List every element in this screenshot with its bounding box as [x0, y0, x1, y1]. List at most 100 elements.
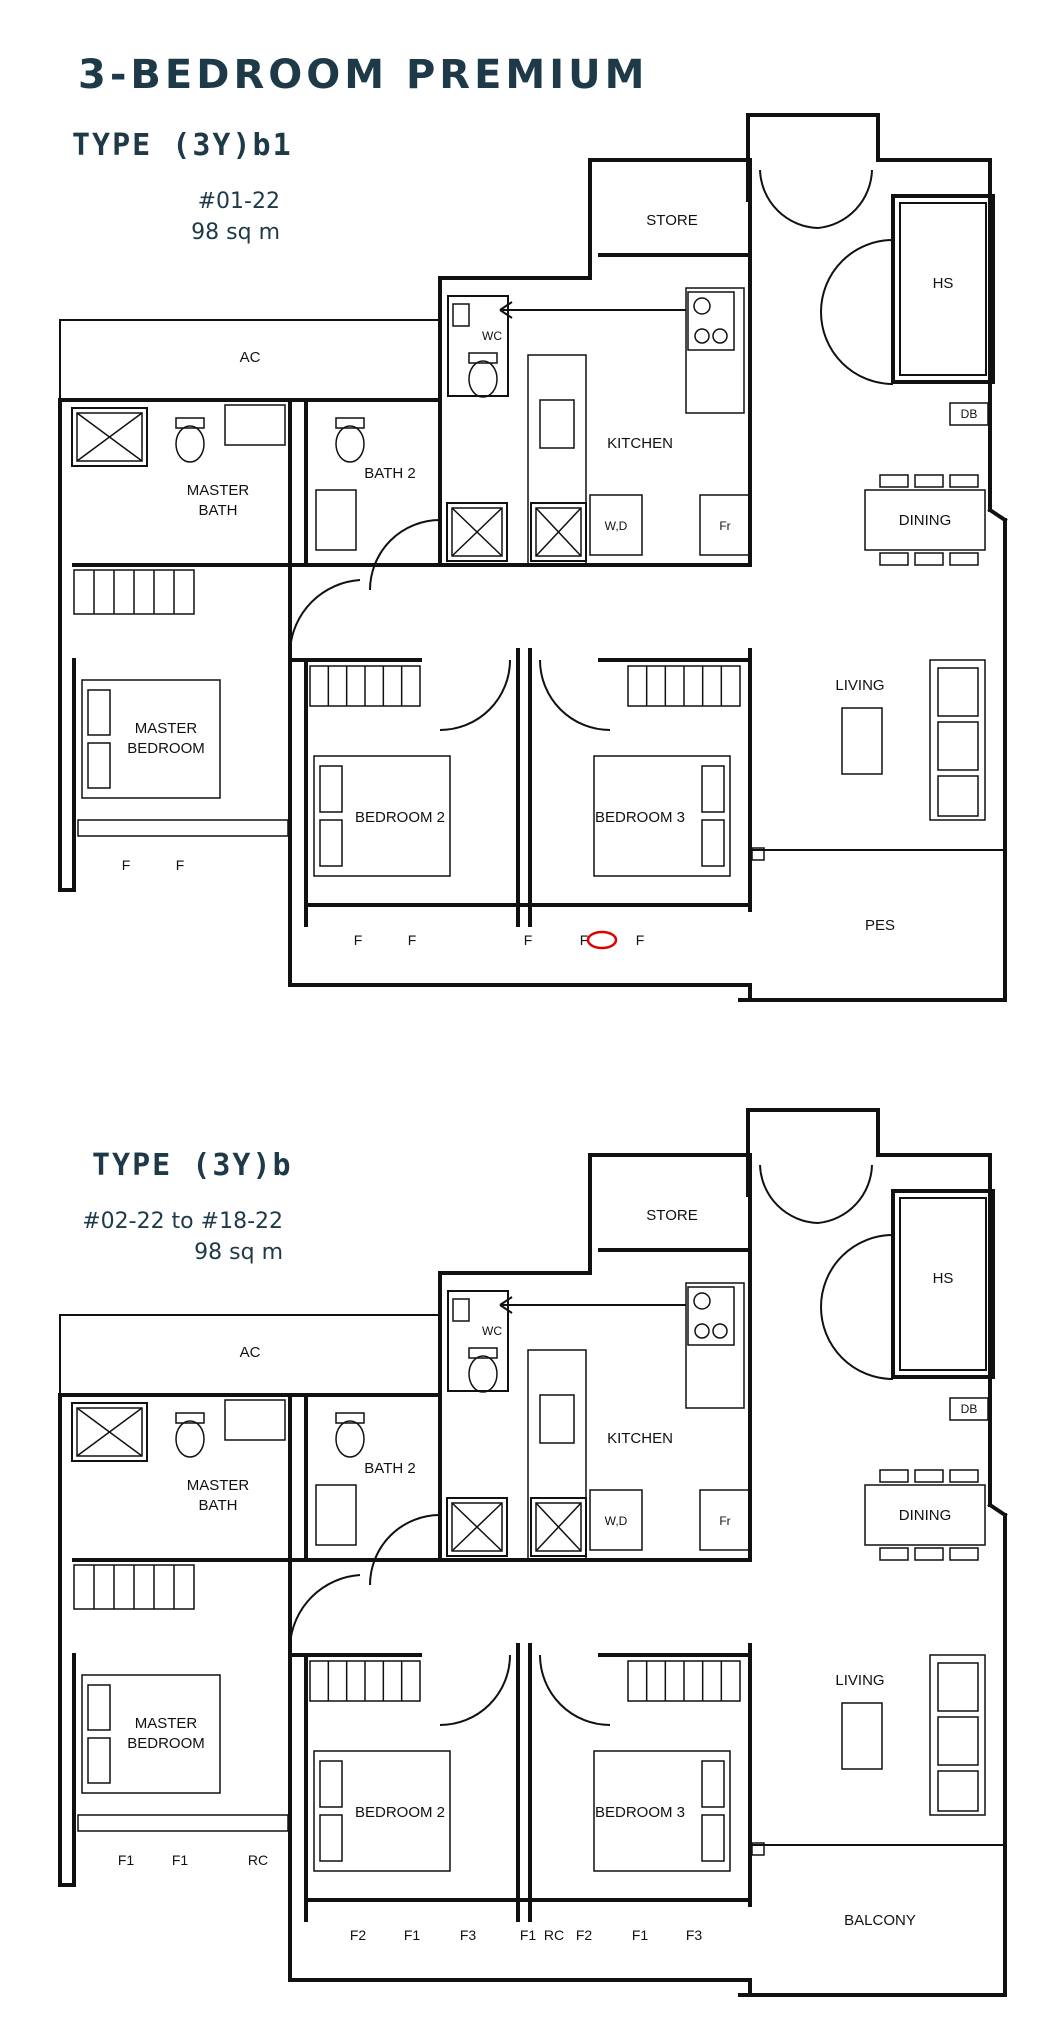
wc-basin — [452, 303, 470, 327]
mb-vanity — [224, 1399, 286, 1441]
hs-door — [820, 1234, 894, 1380]
sofa-cushion — [937, 721, 979, 771]
fridge — [699, 1489, 751, 1551]
bed3-door — [539, 659, 611, 731]
window-mark: F1 — [404, 1927, 421, 1943]
label-bedroom2: BEDROOM 2 — [355, 809, 445, 826]
dining-chair — [914, 1469, 944, 1483]
dining-chair — [914, 1547, 944, 1561]
window-mark: F — [408, 932, 417, 948]
mb-door — [289, 579, 361, 651]
dining-chair — [949, 1547, 979, 1561]
dining-chair — [949, 1469, 979, 1483]
mb-window-seat — [77, 1814, 289, 1832]
kitchen-shower-drain — [535, 1502, 582, 1552]
bed2-bed-pillow — [319, 1760, 343, 1808]
window-mark: F3 — [686, 1927, 703, 1943]
dining-chair — [879, 552, 909, 566]
label-kitchen: KITCHEN — [607, 435, 673, 452]
window-mark: F — [580, 932, 589, 948]
sofa-cushion — [937, 1770, 979, 1812]
hob-burner — [694, 1323, 710, 1339]
label-wd: W,D — [605, 1514, 628, 1528]
label-living: LIVING — [835, 1672, 884, 1689]
window-mark: F1 — [520, 1927, 537, 1943]
kitchen-island — [527, 1349, 587, 1561]
bath2-door — [369, 519, 441, 591]
dining-chair — [914, 474, 944, 488]
wc-toilet-tank — [468, 1347, 498, 1359]
label-bedroom2: BEDROOM 2 — [355, 1804, 445, 1821]
master-bed-pillow — [87, 1737, 111, 1784]
bed2-bed-pillow — [319, 765, 343, 813]
coffee-table — [841, 1702, 883, 1770]
label-bath2: BATH 2 — [364, 1460, 415, 1477]
bath2-toilet-tank — [335, 417, 365, 429]
mb-shower — [71, 407, 148, 467]
wc-room — [447, 295, 509, 397]
washer-dryer — [589, 1489, 643, 1551]
dining-chair — [914, 552, 944, 566]
mb-shower — [71, 1402, 148, 1462]
bed2-bed — [313, 1750, 451, 1872]
wc-toilet — [468, 1355, 498, 1393]
ac-ledge — [59, 319, 441, 401]
label-master-bath-line: BATH — [199, 1497, 238, 1514]
mb-shower-tray — [76, 412, 143, 462]
wc-basin — [452, 1298, 470, 1322]
label-dining: DINING — [899, 1507, 952, 1524]
label-bedroom3: BEDROOM 3 — [595, 809, 685, 826]
label-living: LIVING — [835, 677, 884, 694]
hob-burner — [712, 328, 728, 344]
plan-2-units: #02-22 to #18-22 — [82, 1209, 283, 1234]
dining-table — [864, 489, 986, 551]
bed3-bed-pillow — [701, 1760, 725, 1808]
master-bed-pillow — [87, 1684, 111, 1731]
window-mark: F3 — [460, 1927, 477, 1943]
sofa — [929, 659, 986, 821]
bed3-bed-pillow — [701, 765, 725, 813]
hs-inner — [899, 1197, 987, 1371]
plan-2-area: 98 sq m — [194, 1240, 283, 1265]
bed2-bed — [313, 755, 451, 877]
kitchen-shower-drain — [535, 507, 582, 557]
db-box — [949, 1397, 989, 1421]
wc-room — [447, 1290, 509, 1392]
master-bed-pillow — [87, 689, 111, 736]
label-wd: W,D — [605, 519, 628, 533]
bed2-door — [439, 1654, 511, 1726]
bath2-vanity — [315, 1484, 357, 1546]
plan-1-type: TYPE (3Y)b1 — [72, 128, 293, 163]
hob — [687, 291, 735, 351]
window-mark: F2 — [576, 1927, 593, 1943]
dining-chair — [879, 474, 909, 488]
dining-chair — [949, 474, 979, 488]
sofa-cushion — [937, 1662, 979, 1712]
arrow-head — [499, 301, 513, 319]
window-mark: F1 — [172, 1852, 189, 1868]
mb-shower-drain — [76, 412, 143, 462]
label-wc: WC — [482, 1324, 502, 1338]
master-bed-pillow — [87, 742, 111, 789]
label-fr: Fr — [719, 519, 730, 533]
label-bath2: BATH 2 — [364, 465, 415, 482]
entrance-door — [817, 169, 873, 229]
plan-2-type: TYPE (3Y)b — [92, 1148, 293, 1183]
plan-1-units: #01-22 — [197, 189, 280, 214]
label-master-bedroom-line: MASTER — [135, 720, 198, 737]
label-ac: AC — [240, 1344, 261, 1361]
label-fr: Fr — [719, 1514, 730, 1528]
sofa-cushion — [937, 667, 979, 717]
hs-room — [891, 1189, 995, 1379]
mb-toilet — [175, 425, 205, 463]
hob-burner — [694, 328, 710, 344]
window-mark: F — [354, 932, 363, 948]
hob-burner — [693, 1292, 711, 1310]
window-mark: F — [524, 932, 533, 948]
window-mark: F — [636, 932, 645, 948]
